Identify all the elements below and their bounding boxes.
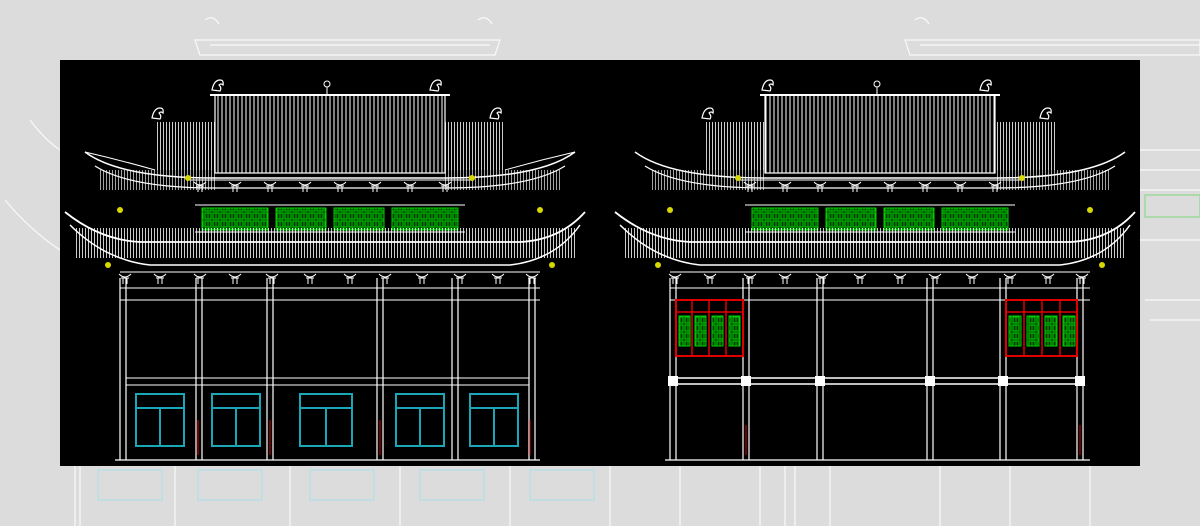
right-upper-lattice	[751, 207, 1009, 231]
right-elevation	[614, 79, 1136, 461]
right-ridge-beast-right	[979, 79, 992, 92]
right-ridge-beast-left	[761, 79, 774, 92]
left-ridge-beast-right	[429, 79, 442, 92]
left-top-roof	[215, 95, 445, 173]
left-ridge-beast-left	[211, 79, 224, 92]
right-top-roof	[765, 95, 995, 173]
right-columns	[665, 278, 1090, 461]
right-side-windows	[675, 299, 1078, 357]
left-elevation	[64, 79, 586, 461]
cad-drawing-panel	[60, 60, 1140, 466]
left-ground-windows	[135, 393, 519, 447]
left-upper-lattice	[201, 207, 459, 231]
left-columns	[115, 278, 540, 461]
